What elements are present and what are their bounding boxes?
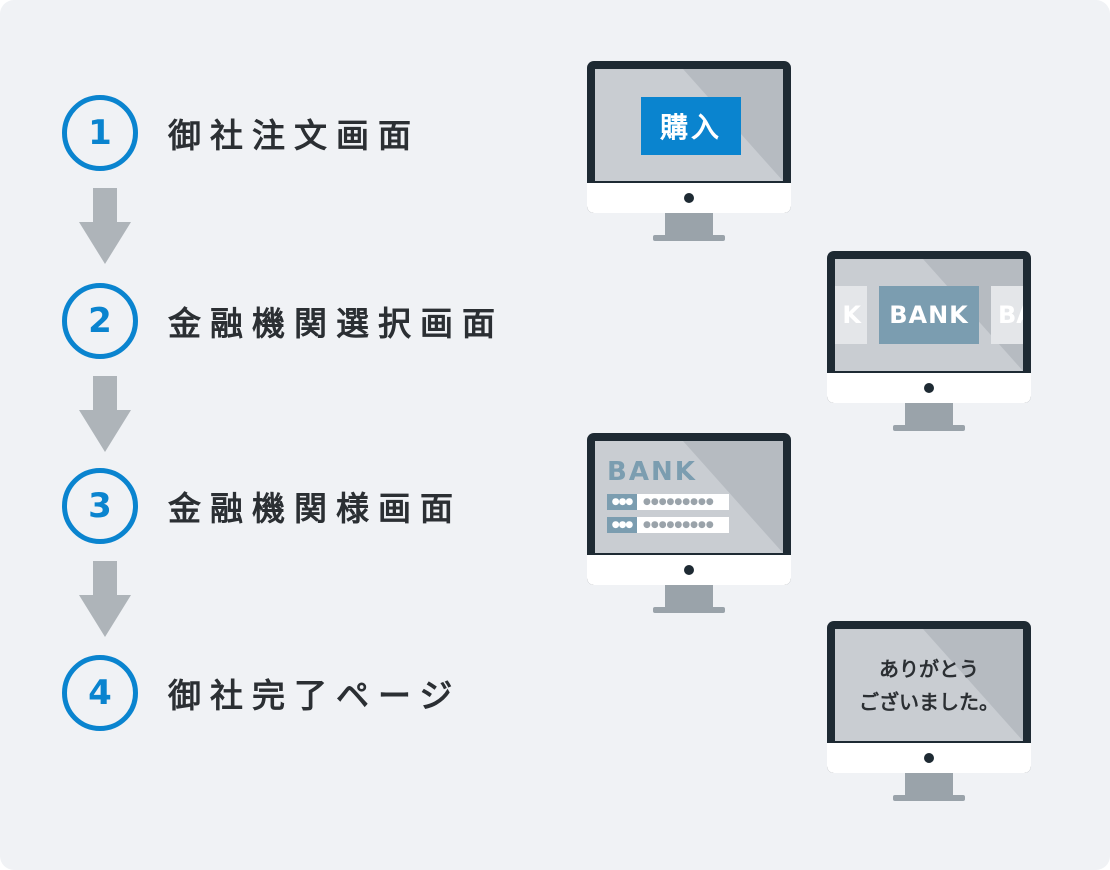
step-label-2: 金融機関選択画面: [168, 304, 504, 343]
step-1: 1 御社注文画面: [62, 90, 420, 176]
field-mask: ●●●●●●●●●: [643, 520, 714, 530]
field-tag: ●●●: [607, 494, 637, 510]
thank-you-line-2: ございました。: [859, 690, 999, 714]
field-tag: ●●●: [607, 517, 637, 533]
purchase-button: 購入: [641, 97, 741, 155]
bank-select-screen: K BANK BA: [835, 259, 1023, 371]
step-label-1: 御社注文画面: [168, 116, 420, 155]
bank-option-right: BA: [991, 286, 1023, 344]
monitor-icon-order: 購入: [587, 61, 791, 241]
thank-you-line-1: ありがとう: [879, 657, 979, 681]
camera-dot-icon: [684, 193, 694, 203]
camera-dot-icon: [684, 565, 694, 575]
monitor-icon-bank-select: K BANK BA: [827, 251, 1031, 431]
login-field-id: ●●● ●●●●●●●●●: [607, 494, 729, 510]
thank-you-message: ありがとう ございました。: [835, 653, 1023, 719]
step-number-3: 3: [62, 468, 138, 544]
monitor-icon-complete: ありがとう ございました。: [827, 621, 1031, 801]
step-label-3: 金融機関様画面: [168, 489, 462, 528]
bank-title: BANK: [607, 457, 697, 487]
step-3: 3 金融機関様画面: [62, 463, 462, 549]
down-arrow-icon: [79, 188, 131, 264]
monitor-icon-bank-login: BANK ●●● ●●●●●●●●● ●●● ●●●●●●●●●: [587, 433, 791, 613]
camera-dot-icon: [924, 383, 934, 393]
down-arrow-icon: [79, 376, 131, 452]
order-screen: 購入: [595, 69, 783, 181]
step-number-2: 2: [62, 283, 138, 359]
step-label-4: 御社完了ページ: [168, 676, 462, 715]
login-field-password: ●●● ●●●●●●●●●: [607, 517, 729, 533]
step-2: 2 金融機関選択画面: [62, 278, 504, 364]
step-4: 4 御社完了ページ: [62, 650, 461, 736]
field-mask: ●●●●●●●●●: [643, 497, 714, 507]
down-arrow-icon: [79, 561, 131, 637]
step-number-1: 1: [62, 95, 138, 171]
camera-dot-icon: [924, 753, 934, 763]
bank-option-selected: BANK: [879, 286, 979, 344]
complete-screen: ありがとう ございました。: [835, 629, 1023, 741]
bank-option-left: K: [835, 286, 867, 344]
step-number-4: 4: [62, 655, 138, 731]
bank-login-screen: BANK ●●● ●●●●●●●●● ●●● ●●●●●●●●●: [595, 441, 783, 553]
